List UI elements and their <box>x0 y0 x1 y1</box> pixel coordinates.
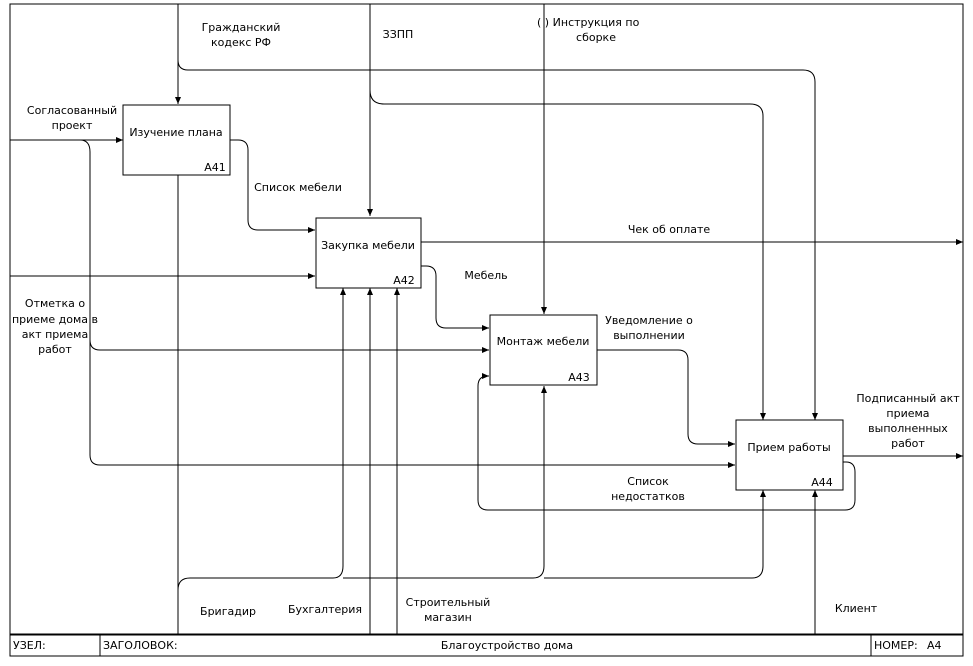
footer-title-label: ЗАГОЛОВОК: <box>103 639 178 652</box>
connections <box>10 4 963 634</box>
arrow-civil-code-to-a44 <box>177 4 818 420</box>
label-furniture-list: Список мебели <box>254 181 342 194</box>
label-furniture: Мебель <box>464 269 507 282</box>
label-parens: ( ) <box>537 16 549 29</box>
label-acceptance-mark-2: приеме дома в <box>12 313 98 326</box>
arrow-foreman-to-a44 <box>544 490 766 579</box>
label-signed-act-3: выполненных <box>868 422 948 435</box>
label-agreed-project-1: Согласованный <box>27 104 117 117</box>
label-accounting: Бухгалтерия <box>288 603 362 616</box>
footer-title-value: Благоустройство дома <box>441 639 573 652</box>
label-acceptance-mark-4: работ <box>38 343 72 356</box>
label-completion-notice-1: Уведомление о <box>605 314 693 327</box>
arrow-completion-notice <box>597 349 735 447</box>
footer-node-label: УЗЕЛ: <box>13 639 46 652</box>
label-foreman: Бригадир <box>200 605 256 618</box>
label-instruction-2: сборке <box>576 31 616 44</box>
box-a44[interactable]: Прием работы A44 <box>735 419 844 491</box>
arrow-furniture-list <box>230 139 315 233</box>
label-civil-code-2: кодекс РФ <box>211 36 271 49</box>
arrow-project-to-a44 <box>89 340 735 468</box>
label-store-2: магазин <box>424 611 472 624</box>
label-signed-act-1: Подписанный акт <box>856 392 960 405</box>
label-zzpp: ЗЗПП <box>383 28 414 41</box>
label-receipt: Чек об оплате <box>628 223 711 236</box>
label-signed-act-4: работ <box>891 437 925 450</box>
box-a43-code: A43 <box>568 371 590 384</box>
label-store-1: Строительный <box>406 596 491 609</box>
arrow-zzpp-to-a44 <box>369 89 766 420</box>
label-agreed-project-2: проект <box>52 119 93 132</box>
label-completion-notice-2: выполнении <box>613 329 685 342</box>
box-a43[interactable]: Монтаж мебели A43 <box>489 314 598 386</box>
label-instruction-1: Инструкция по <box>553 16 640 29</box>
box-a42-code: A42 <box>393 274 415 287</box>
box-a42-title: Закупка мебели <box>321 239 415 252</box>
label-signed-act-2: приема <box>886 407 929 420</box>
footer-number-value: A4 <box>927 639 942 652</box>
label-defects-list-1: Список <box>627 475 669 488</box>
label-defects-list-2: недостатков <box>611 490 685 503</box>
label-client: Клиент <box>835 602 878 615</box>
box-a43-title: Монтаж мебели <box>497 335 590 348</box>
label-civil-code-1: Гражданский <box>202 21 281 34</box>
box-a44-title: Прием работы <box>747 441 830 454</box>
box-a41-code: A41 <box>204 161 226 174</box>
footer-bar: УЗЕЛ: ЗАГОЛОВОК: Благоустройство дома НО… <box>9 634 964 657</box>
arrow-foreman-to-a43 <box>343 386 547 579</box>
footer-number-label: НОМЕР: <box>874 639 918 652</box>
box-a44-code: A44 <box>811 476 833 489</box>
label-acceptance-mark-1: Отметка о <box>25 297 85 310</box>
diagram-frame <box>9 3 964 635</box>
arrow-furniture-to-a43 <box>421 265 489 331</box>
box-a42[interactable]: Закупка мебели A42 <box>315 217 422 289</box>
box-a41[interactable]: Изучение плана A41 <box>122 104 231 176</box>
label-acceptance-mark-3: акт приема <box>22 328 88 341</box>
box-a41-title: Изучение плана <box>129 126 222 139</box>
arrow-foreman-to-a42 <box>177 288 346 591</box>
arrow-defects-list <box>477 373 856 511</box>
arrow-labels: Гражданский кодекс РФ ЗЗПП ( ) Инструкци… <box>12 16 960 624</box>
